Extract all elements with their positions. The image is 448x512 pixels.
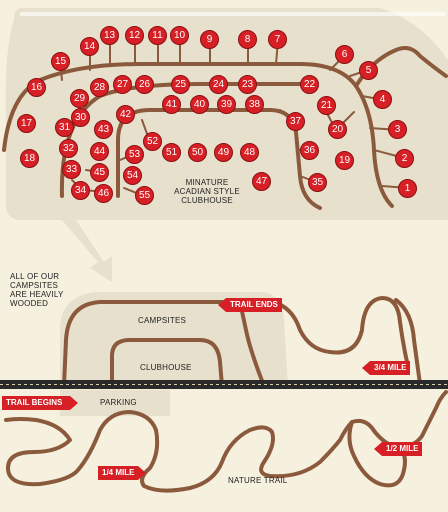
- campsite-marker[interactable]: 51: [162, 143, 181, 162]
- inset-clubhouse-line-2: ACADIAN STYLE: [174, 187, 240, 196]
- nature-trail-label: NATURE TRAIL: [228, 476, 288, 485]
- campsites-label: CAMPSITES: [138, 316, 187, 325]
- campsite-marker[interactable]: 9: [200, 30, 219, 49]
- trail-south-branch: [347, 420, 407, 488]
- campsite-marker[interactable]: 4: [373, 90, 392, 109]
- pointer-arrow: [62, 220, 112, 282]
- campsite-marker[interactable]: 1: [398, 179, 417, 198]
- parking-label: PARKING: [100, 398, 137, 407]
- campsite-marker[interactable]: 20: [328, 120, 347, 139]
- campsite-marker[interactable]: 52: [143, 132, 162, 151]
- wooded-note-line-3: ARE HEAVILY: [10, 290, 64, 299]
- campsite-marker[interactable]: 26: [135, 75, 154, 94]
- campsite-marker[interactable]: 36: [300, 141, 319, 160]
- campsite-marker[interactable]: 55: [135, 186, 154, 205]
- campsite-marker[interactable]: 41: [162, 95, 181, 114]
- campsite-marker[interactable]: 18: [20, 149, 39, 168]
- trail-inner-loop: [110, 338, 224, 388]
- trail-south: [4, 390, 448, 493]
- trail-spur: [238, 300, 266, 388]
- campsite-marker[interactable]: 6: [335, 45, 354, 64]
- trail-east: [394, 298, 422, 386]
- campsite-marker[interactable]: 54: [123, 166, 142, 185]
- campsite-marker[interactable]: 45: [90, 163, 109, 182]
- inset-clubhouse-line-1: MINATURE: [185, 178, 229, 187]
- clubhouse-label: CLUBHOUSE: [140, 363, 192, 372]
- campsite-marker[interactable]: 5: [359, 61, 378, 80]
- campsite-marker[interactable]: 48: [240, 143, 259, 162]
- campsite-marker[interactable]: 12: [125, 26, 144, 45]
- wooded-note: ALL OF OUR CAMPSITES ARE HEAVILY WOODED: [10, 272, 63, 308]
- campsite-marker[interactable]: 10: [170, 26, 189, 45]
- campsite-marker[interactable]: 32: [59, 139, 78, 158]
- campsite-marker[interactable]: 2: [395, 149, 414, 168]
- wooded-note-line-4: WOODED: [10, 299, 49, 308]
- campsite-marker[interactable]: 14: [80, 37, 99, 56]
- wooded-note-line-2: CAMPSITES: [10, 281, 59, 290]
- campsite-marker[interactable]: 47: [252, 172, 271, 191]
- campsite-marker[interactable]: 27: [113, 75, 132, 94]
- half-mile-text: 1/2 MILE: [382, 442, 423, 456]
- three-quarter-mile-text: 3/4 MILE: [370, 361, 411, 375]
- inset-clubhouse-line-3: CLUBHOUSE: [181, 196, 233, 205]
- trail-begins-text: TRAIL BEGINS: [2, 396, 70, 410]
- campsite-marker[interactable]: 19: [335, 151, 354, 170]
- campsite-marker[interactable]: 8: [238, 30, 257, 49]
- campsite-marker[interactable]: 24: [209, 75, 228, 94]
- campsite-marker[interactable]: 11: [148, 26, 167, 45]
- campsite-marker[interactable]: 50: [188, 143, 207, 162]
- trail-ends-text: TRAIL ENDS: [226, 298, 282, 312]
- campsite-marker[interactable]: 31: [55, 118, 74, 137]
- campsite-marker[interactable]: 15: [51, 52, 70, 71]
- campsite-marker[interactable]: 29: [70, 89, 89, 108]
- campsite-marker[interactable]: 43: [94, 120, 113, 139]
- campsite-marker[interactable]: 30: [71, 108, 90, 127]
- campsite-marker[interactable]: 53: [125, 145, 144, 164]
- campsite-marker[interactable]: 37: [286, 112, 305, 131]
- campsite-marker[interactable]: 35: [308, 173, 327, 192]
- parking-zone: [60, 390, 170, 416]
- campsite-marker[interactable]: 28: [90, 78, 109, 97]
- campsite-marker[interactable]: 46: [94, 184, 113, 203]
- campsite-marker[interactable]: 21: [317, 96, 336, 115]
- campsite-marker[interactable]: 3: [388, 120, 407, 139]
- campsite-marker[interactable]: 17: [17, 114, 36, 133]
- campsite-marker[interactable]: 16: [27, 78, 46, 97]
- inset-clubhouse-label: MINATURE ACADIAN STYLE CLUBHOUSE: [166, 178, 248, 205]
- quarter-mile-text: 1/4 MILE: [98, 466, 138, 480]
- campsite-marker[interactable]: 23: [238, 75, 257, 94]
- campsite-marker[interactable]: 44: [90, 142, 109, 161]
- campsite-marker[interactable]: 22: [300, 75, 319, 94]
- campsite-marker[interactable]: 25: [171, 75, 190, 94]
- campsite-marker[interactable]: 33: [62, 160, 81, 179]
- campsite-marker[interactable]: 42: [116, 105, 135, 124]
- campsite-marker[interactable]: 39: [217, 95, 236, 114]
- campsite-marker[interactable]: 40: [190, 95, 209, 114]
- campsite-marker[interactable]: 34: [71, 181, 90, 200]
- campsite-marker[interactable]: 38: [245, 95, 264, 114]
- campsite-marker[interactable]: 13: [100, 26, 119, 45]
- wooded-note-line-1: ALL OF OUR: [10, 272, 60, 281]
- campsite-marker[interactable]: 7: [268, 30, 287, 49]
- campsite-marker[interactable]: 49: [214, 143, 233, 162]
